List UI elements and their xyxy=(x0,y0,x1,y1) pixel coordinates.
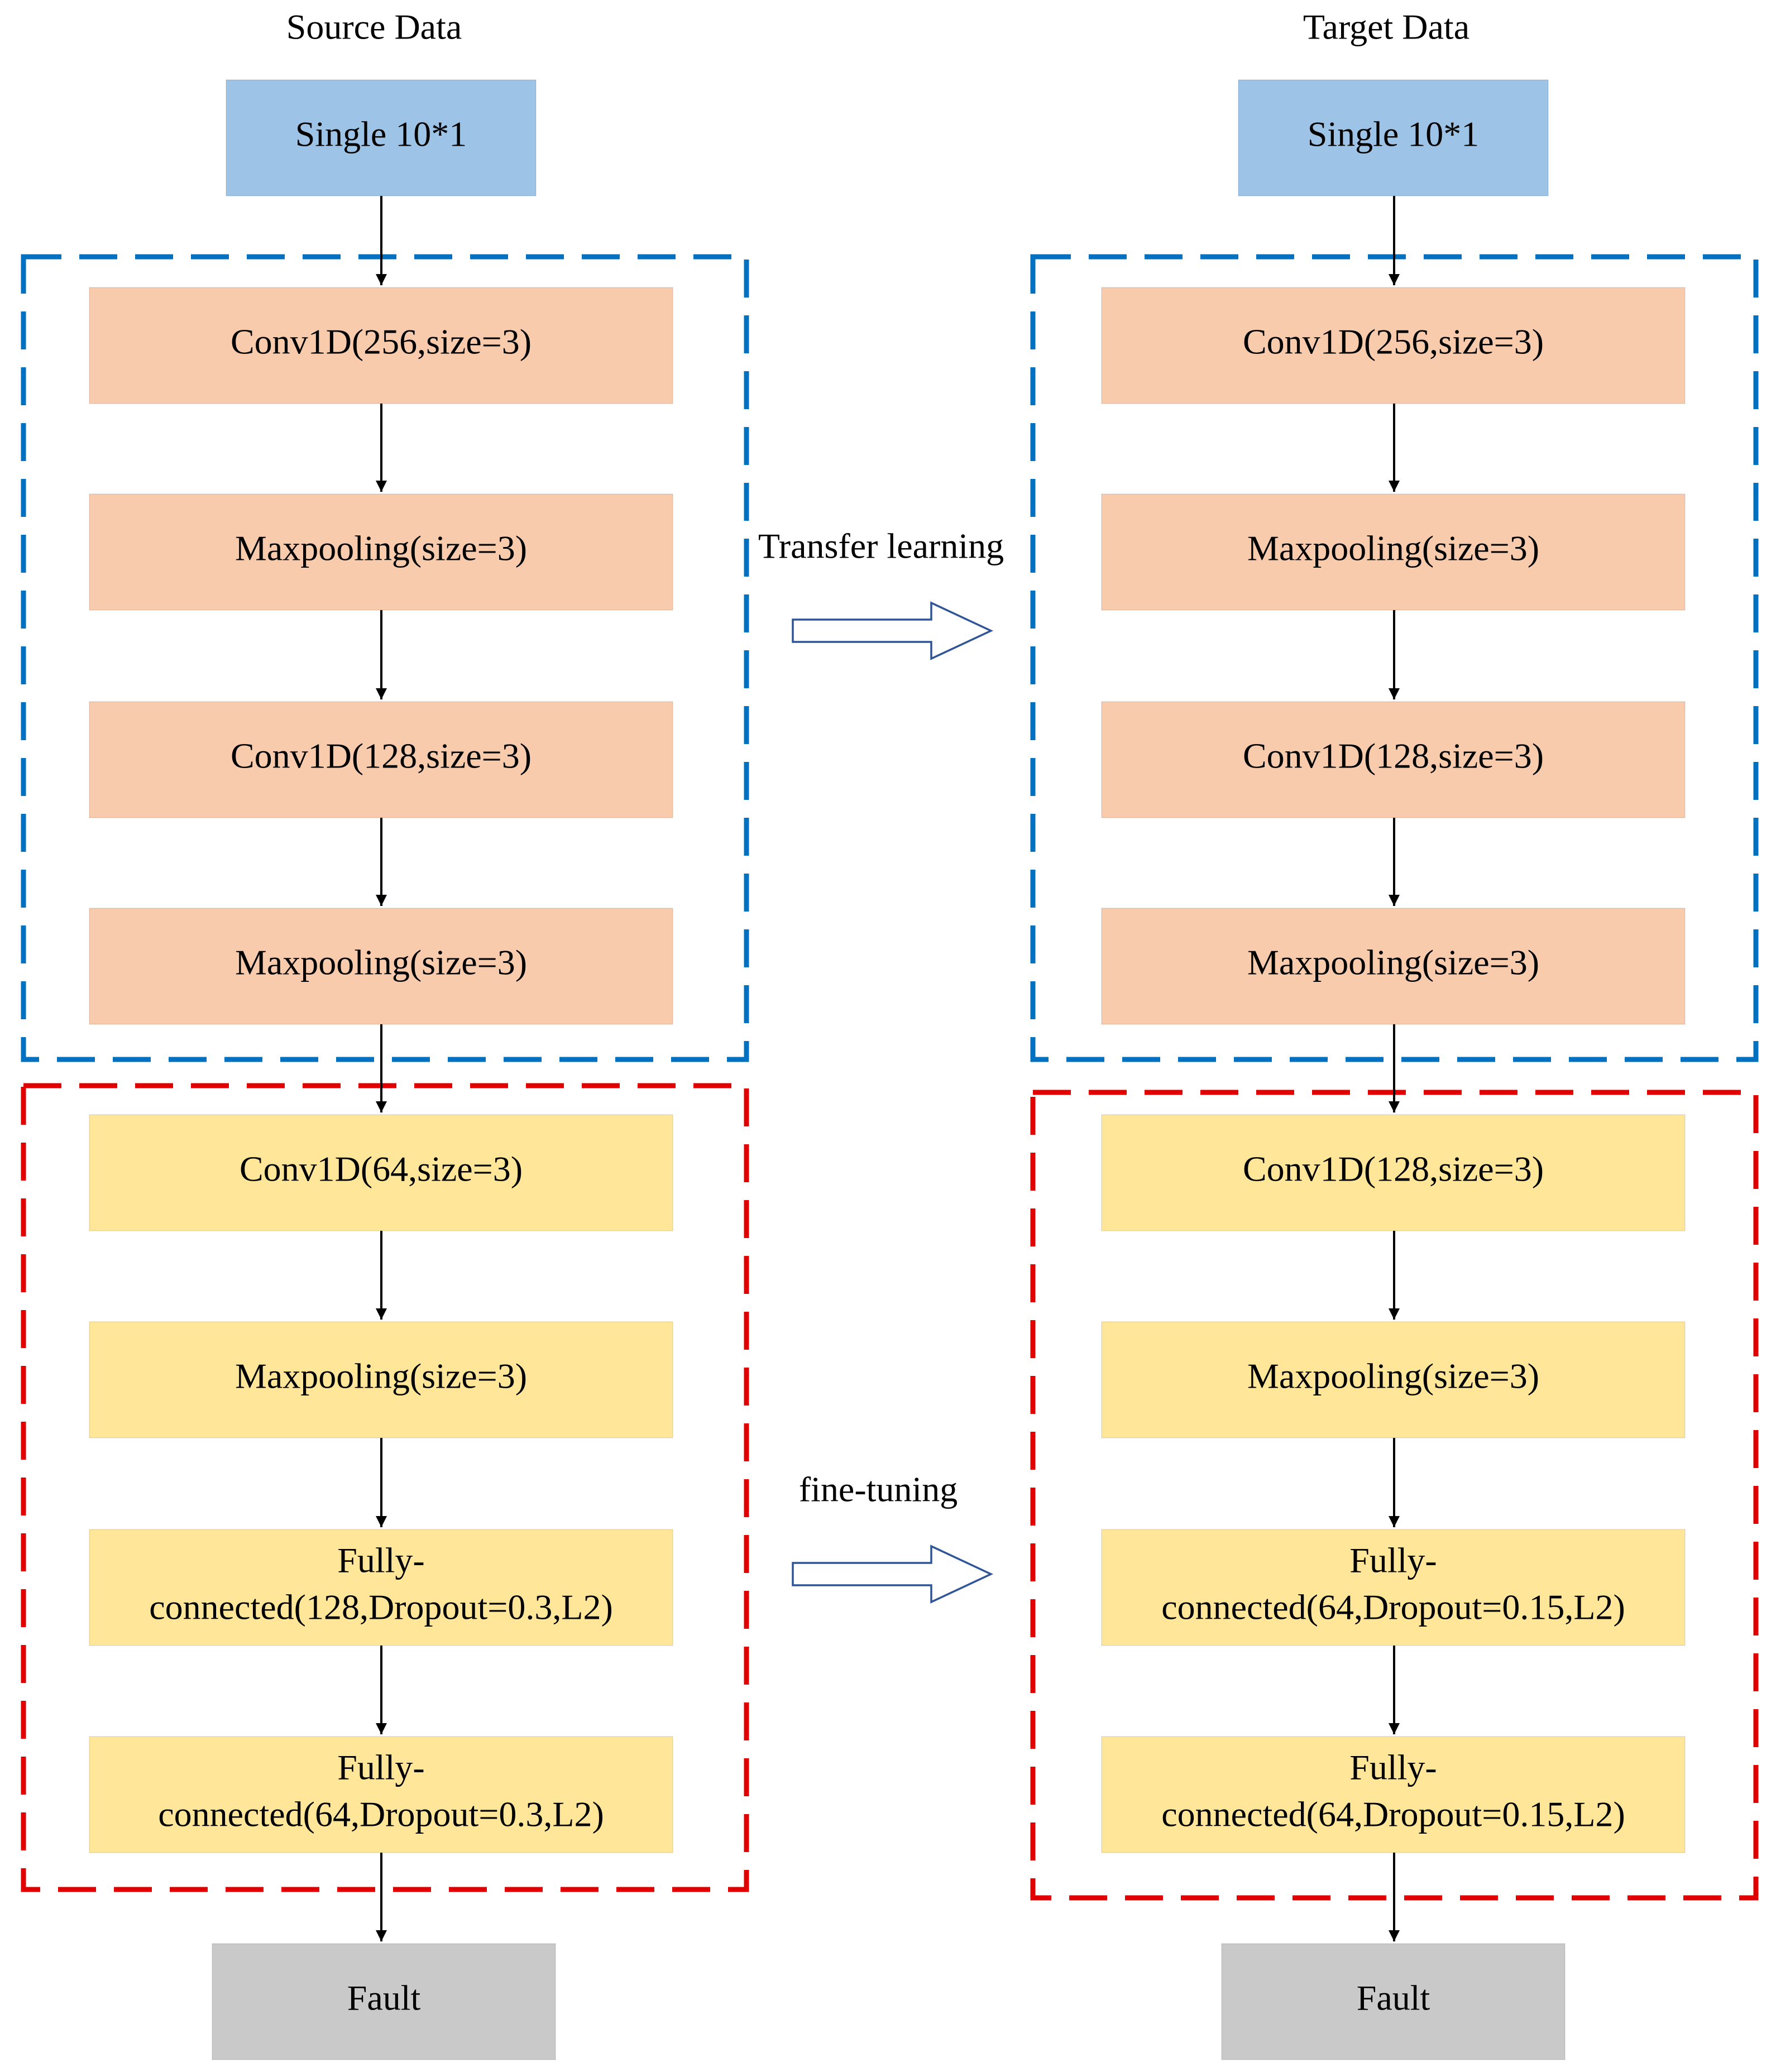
source-data-header: Source Data xyxy=(286,7,462,47)
source-node-fc1-label: Fully- xyxy=(337,1541,424,1580)
target-node-conv3: Conv1D(128,size=3) xyxy=(1101,1114,1686,1231)
source-node-output-label: Fault xyxy=(347,1978,421,2018)
source-node-pool2-label: Maxpooling(size=3) xyxy=(235,943,527,982)
target-node-pool1: Maxpooling(size=3) xyxy=(1101,493,1686,611)
target-node-conv1-label: Conv1D(256,size=3) xyxy=(1243,322,1544,362)
source-node-fc1-label: connected(128,Dropout=0.3,L2) xyxy=(149,1587,613,1627)
target-node-fc1-label: Fully- xyxy=(1349,1541,1437,1580)
target-node-conv3-label: Conv1D(128,size=3) xyxy=(1243,1149,1544,1189)
source-node-fc2: Fully-connected(64,Dropout=0.3,L2) xyxy=(89,1736,673,1853)
target-node-pool1-box xyxy=(1101,493,1686,611)
target-node-conv2-box xyxy=(1101,701,1686,818)
transfer-learning-arrow xyxy=(792,601,994,660)
source-node-conv2-label: Conv1D(128,size=3) xyxy=(231,736,532,776)
source-node-conv1-label: Conv1D(256,size=3) xyxy=(231,322,532,362)
source-node-fc1-box xyxy=(89,1529,673,1646)
target-node-output: Fault xyxy=(1221,1943,1566,2060)
target-node-fc1-label: connected(64,Dropout=0.15,L2) xyxy=(1161,1587,1625,1627)
source-finetune-layers-frame xyxy=(21,1083,749,1892)
source-node-pool1-box xyxy=(89,493,673,611)
fine-tuning-arrow xyxy=(792,1545,994,1604)
source-node-input-box xyxy=(226,79,537,196)
target-node-pool2-box xyxy=(1101,908,1686,1025)
target-node-pool1-label: Maxpooling(size=3) xyxy=(1247,529,1539,568)
target-node-output-box xyxy=(1221,1943,1566,2060)
source-node-input: Single 10*1 xyxy=(226,79,537,196)
target-node-fc2-label: connected(64,Dropout=0.15,L2) xyxy=(1161,1795,1625,1834)
source-node-fc2-box xyxy=(89,1736,673,1853)
source-node-pool1: Maxpooling(size=3) xyxy=(89,493,673,611)
source-node-fc2-label: Fully- xyxy=(337,1748,424,1787)
source-node-conv2: Conv1D(128,size=3) xyxy=(89,701,673,818)
target-node-conv1: Conv1D(256,size=3) xyxy=(1101,287,1686,404)
source-node-conv2-box xyxy=(89,701,673,818)
target-data-header: Target Data xyxy=(1303,7,1469,47)
target-node-pool2-label: Maxpooling(size=3) xyxy=(1247,943,1539,982)
source-node-conv1: Conv1D(256,size=3) xyxy=(89,287,673,404)
target-node-fc2: Fully-connected(64,Dropout=0.15,L2) xyxy=(1101,1736,1686,1853)
source-node-pool3-box xyxy=(89,1321,673,1438)
target-node-fc2-label: Fully- xyxy=(1349,1748,1437,1787)
target-node-conv1-box xyxy=(1101,287,1686,404)
target-node-output-label: Fault xyxy=(1357,1978,1430,2018)
source-node-input-label: Single 10*1 xyxy=(295,114,467,154)
source-node-conv3: Conv1D(64,size=3) xyxy=(89,1114,673,1231)
source-node-output: Fault xyxy=(212,1943,556,2060)
source-node-pool3: Maxpooling(size=3) xyxy=(89,1321,673,1438)
source-node-pool3-label: Maxpooling(size=3) xyxy=(235,1356,527,1396)
target-node-input-box xyxy=(1238,79,1549,196)
target-node-pool3-box xyxy=(1101,1321,1686,1438)
source-node-pool2: Maxpooling(size=3) xyxy=(89,908,673,1025)
target-node-fc1: Fully-connected(64,Dropout=0.15,L2) xyxy=(1101,1529,1686,1646)
source-node-pool2-box xyxy=(89,908,673,1025)
fine-tuning-label: fine-tuning xyxy=(799,1470,958,1509)
source-node-output-box xyxy=(212,1943,556,2060)
source-frozen-layers-frame xyxy=(21,254,749,1062)
target-node-conv3-box xyxy=(1101,1114,1686,1231)
target-node-pool3: Maxpooling(size=3) xyxy=(1101,1321,1686,1438)
source-node-fc1: Fully-connected(128,Dropout=0.3,L2) xyxy=(89,1529,673,1646)
source-node-fc2-label: connected(64,Dropout=0.3,L2) xyxy=(158,1795,604,1834)
source-node-conv3-label: Conv1D(64,size=3) xyxy=(240,1149,523,1189)
target-node-pool3-label: Maxpooling(size=3) xyxy=(1247,1356,1539,1396)
target-node-pool2: Maxpooling(size=3) xyxy=(1101,908,1686,1025)
target-node-fc1-box xyxy=(1101,1529,1686,1646)
source-node-conv1-box xyxy=(89,287,673,404)
source-node-conv3-box xyxy=(89,1114,673,1231)
transfer-learning-label: Transfer learning xyxy=(758,526,1004,566)
target-node-conv2-label: Conv1D(128,size=3) xyxy=(1243,736,1544,776)
target-node-input: Single 10*1 xyxy=(1238,79,1549,196)
target-node-input-label: Single 10*1 xyxy=(1308,114,1480,154)
source-node-pool1-label: Maxpooling(size=3) xyxy=(235,529,527,568)
target-node-conv2: Conv1D(128,size=3) xyxy=(1101,701,1686,818)
